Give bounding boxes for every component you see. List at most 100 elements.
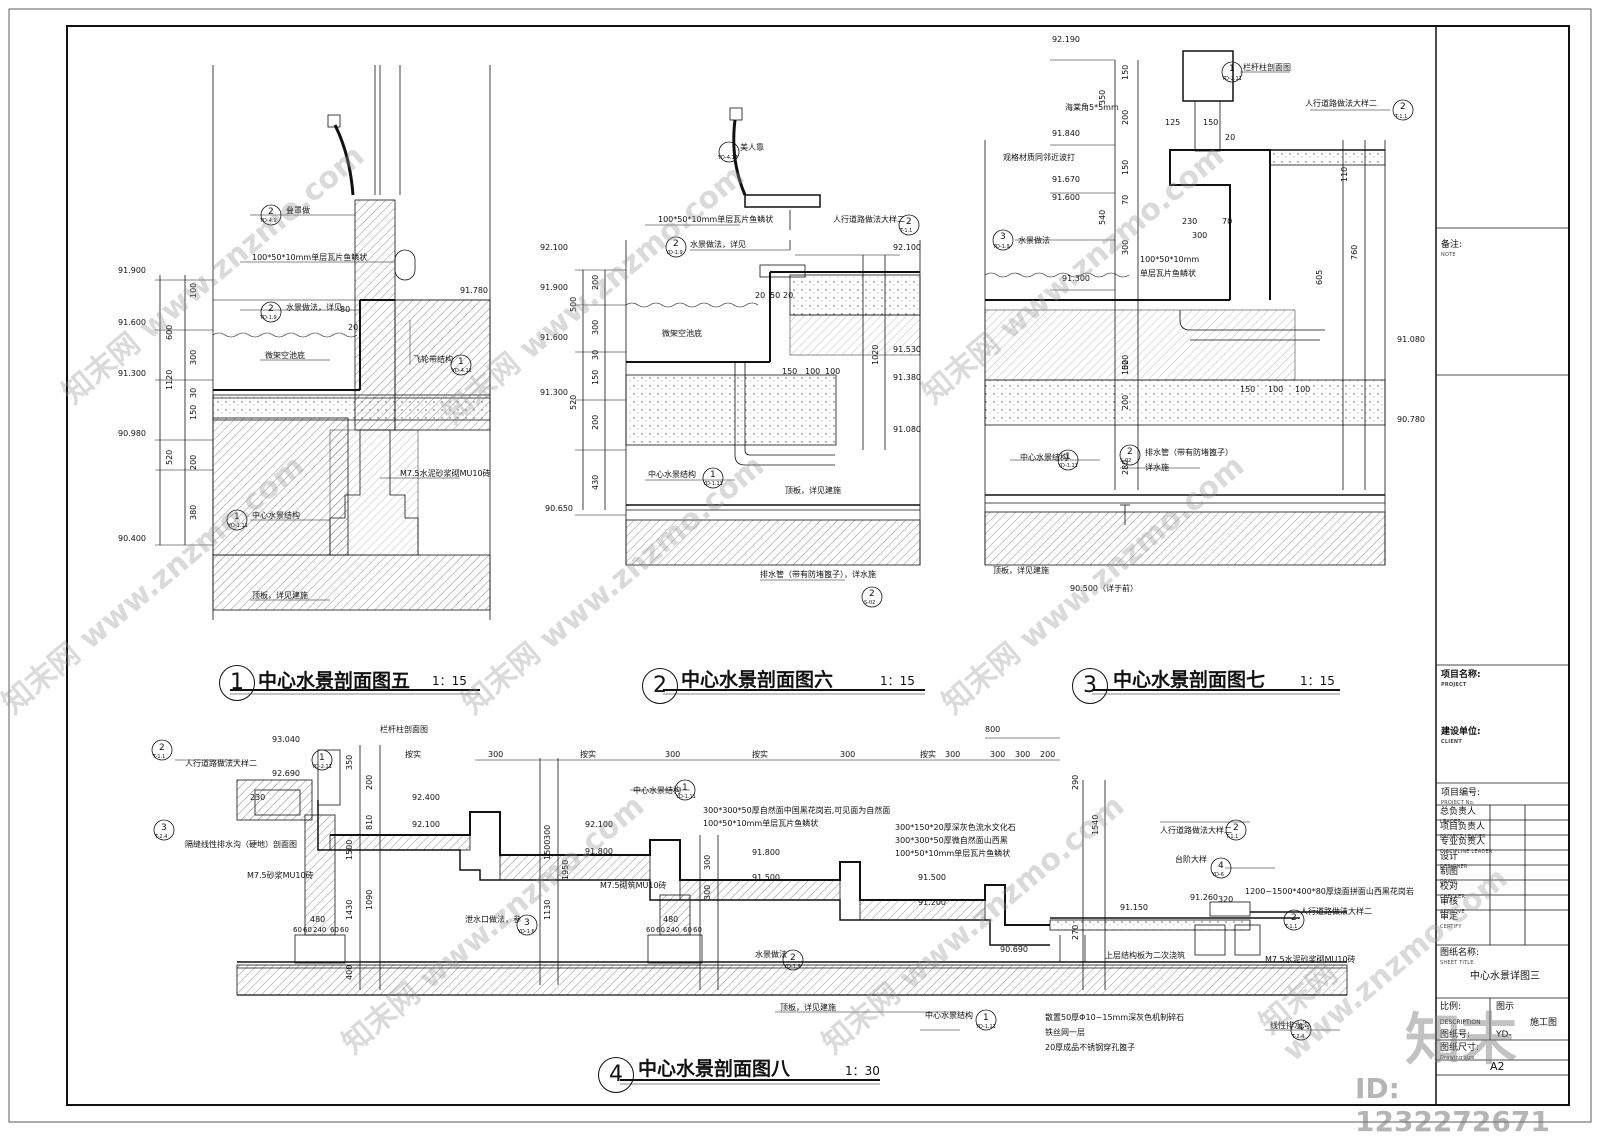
s2-ref: YD-1.11 [702, 481, 723, 487]
s1-dim: 20 [348, 323, 358, 332]
tb-row-en: DESIGNER [1440, 864, 1468, 870]
s3-dim: 20 [1225, 133, 1235, 142]
s4-level: 92.690 [272, 769, 300, 778]
s1-ref-num: 2 [268, 304, 274, 314]
s3-note: 海棠角5*5mm [1065, 102, 1119, 112]
s1-level: 91.300 [118, 369, 146, 378]
s3-level: 90.500（详于前） [1070, 583, 1138, 593]
s4-note: 铁丝网一层 [1045, 1027, 1085, 1037]
s2-level: 91.080 [893, 425, 921, 434]
tb-row: 项目负责人 PROJECT LEADER [1440, 822, 1486, 842]
s2-dim: 500 [569, 297, 578, 312]
tb-row: 制图 DRAW [1440, 867, 1458, 887]
s2-dim: 30 [591, 350, 600, 360]
note-label: 备注: NOTE [1441, 240, 1462, 260]
s4-dim: 300 [665, 750, 680, 759]
s3-dim: 150 [1203, 118, 1218, 127]
s2-dim: 150 [782, 367, 797, 376]
tb-row-cn: 设计 [1440, 852, 1459, 862]
s4-dim: 60 [340, 926, 349, 934]
tb-row-en: DISCIPLINE LEADER [1440, 849, 1493, 855]
s3-note: 详水施 [1145, 462, 1169, 472]
s1-dim: 200 [189, 455, 198, 470]
s2-note: 人行道路做法大样二 [833, 214, 905, 224]
s4-dim: 320 [1218, 895, 1233, 904]
tb-row-cn: 制图 [1440, 867, 1459, 877]
s4-note: M7.5砌筑MU10砖 [600, 880, 667, 890]
s3-level: 91.600 [1052, 193, 1080, 202]
s3-dim: 605 [1315, 270, 1324, 285]
s1-note: M7.5水泥砂浆砌MU10砖 [400, 468, 491, 478]
size-label-cn: 图纸尺寸: [1440, 1043, 1480, 1053]
section-4-labels: 93.040 92.690 92.400 92.100 92.100 91.80… [152, 724, 1414, 1052]
s2-dim: 430 [591, 475, 600, 490]
s3-dim: 540 [1098, 210, 1107, 225]
s2-dim: 50 [770, 291, 780, 300]
s4-dim: 400 [345, 965, 354, 980]
s4-ref-num: 3 [161, 823, 167, 833]
s4-dim: 300 [488, 750, 503, 759]
s3-note: 观格材质同邻近波打 [1003, 152, 1075, 162]
section-2-drawing [575, 107, 921, 608]
s4-ref-num: 2 [1291, 913, 1297, 923]
watermark-id: ID: 1232272671 [1355, 1072, 1550, 1138]
s2-level: 91.300 [540, 388, 568, 397]
scale-value: 图示 [1496, 1002, 1515, 1012]
project-no-label-cn: 项目编号: [1441, 788, 1481, 798]
s2-note: 中心水景结构 [648, 469, 696, 479]
s2-ref-num: 2 [906, 217, 912, 227]
s1-dim: 80 [340, 305, 350, 314]
s4-dim: 60 [330, 926, 339, 934]
size-label-en: Drawing size [1440, 1055, 1475, 1061]
s1-note: 飞轮带结构 [413, 354, 453, 364]
description-label: DESCRIPTION [1440, 1019, 1481, 1026]
s2-level: 91.600 [540, 333, 568, 342]
s4-dim: 60 [303, 926, 312, 934]
s3-dim: 300 [1121, 240, 1130, 255]
client-label-en: CLIENT [1441, 739, 1462, 745]
s1-note: 中心水景结构 [252, 510, 300, 520]
s4-ref: T-1.1 [152, 754, 165, 760]
s4-ref-num: 1 [319, 753, 325, 763]
s4-dim: 290 [1071, 775, 1080, 790]
s4-note: 人行道路做法大样二 [185, 758, 257, 768]
s3-dim: 100 [1295, 385, 1310, 394]
project-label-en: PROJECT [1441, 682, 1467, 688]
s4-note: 散置50厚Φ10~15mm深灰色机制碎石 [1045, 1012, 1184, 1022]
sheet-no-value: YD- [1496, 1030, 1512, 1040]
s4-dim: 按实 [405, 749, 421, 759]
s4-dim: 200 [1040, 750, 1055, 759]
s2-ref: S-02 [864, 600, 875, 606]
s2-dim: 150 [591, 370, 600, 385]
s4-note: 泄水口做法，参 [465, 914, 521, 924]
s4-dim: 810 [365, 815, 374, 830]
s4-dim: 350 [345, 755, 354, 770]
s3-dim: 200 [1121, 110, 1130, 125]
tb-row-cn: 校对 [1440, 882, 1459, 892]
s2-dim: 200 [591, 415, 600, 430]
s3-ref: S-02 [1120, 458, 1131, 464]
tb-row-en: PROJECT LEADER [1440, 834, 1486, 840]
tb-row: 专业负责人 DISCIPLINE LEADER [1440, 837, 1492, 857]
s2-dim: 20 [755, 291, 765, 300]
s1-note: 顶板，详见建施 [252, 590, 308, 600]
s1-dim: 600 [165, 325, 174, 340]
s2-ref-num: 2 [869, 589, 875, 599]
s3-dim: 300 [1192, 231, 1207, 240]
s1-ref: YD-1.11 [227, 523, 248, 529]
s1-ref-num: 1 [458, 357, 464, 367]
s3-dim: 110 [1340, 167, 1349, 182]
s4-dim: 60 [693, 926, 702, 934]
sheet-no-label: 图纸号: [1440, 1030, 1471, 1040]
s4-dim: 240 [666, 926, 679, 934]
s4-dim: 480 [663, 915, 678, 924]
s2-level: 92.100 [540, 243, 568, 252]
s4-dim: 按实 [580, 749, 596, 759]
s4-dim: 1090 [365, 890, 374, 910]
section-3-labels: 92.190 91.840 91.670 91.600 91.300 91.08… [992, 35, 1425, 593]
s3-ref: T-1.1 [1394, 114, 1407, 120]
s3-note: 单层瓦片鱼鳞状 [1140, 268, 1196, 278]
tb-row-cn: 审定 [1440, 912, 1459, 922]
s4-dim: 480 [310, 915, 325, 924]
client-label-cn: 建设单位: [1441, 727, 1481, 737]
